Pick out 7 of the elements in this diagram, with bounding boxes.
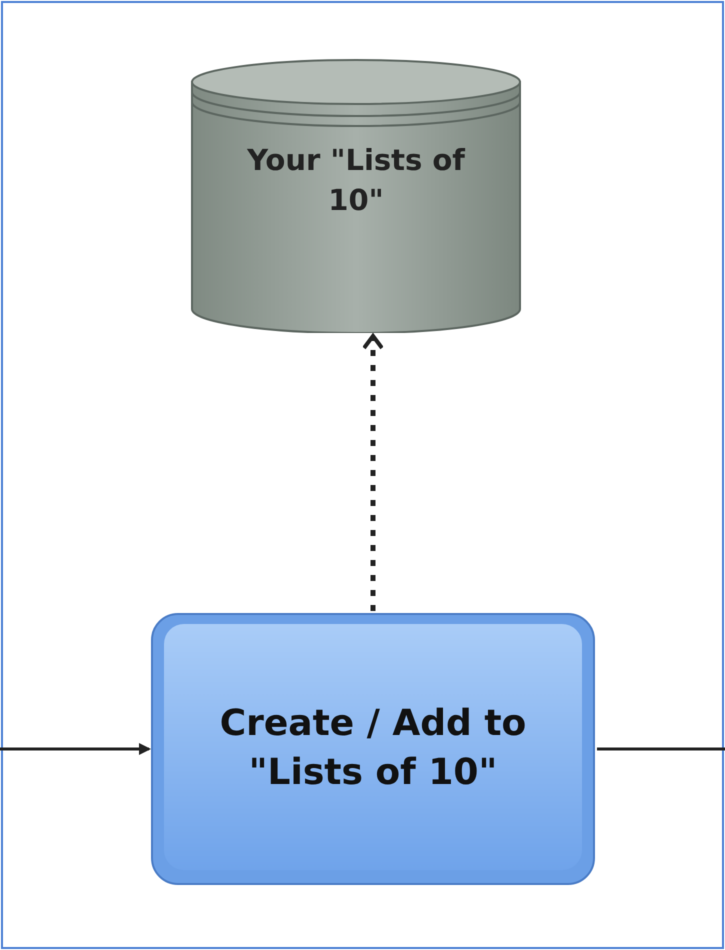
database-cylinder xyxy=(190,58,522,333)
arrow xyxy=(0,743,151,755)
node-label: Create / Add to "Lists of 10" xyxy=(218,702,528,795)
connector-line xyxy=(597,748,725,750)
arrow xyxy=(362,334,384,611)
node-label: Your "Lists of 10" xyxy=(246,142,466,218)
process-box xyxy=(150,612,596,886)
